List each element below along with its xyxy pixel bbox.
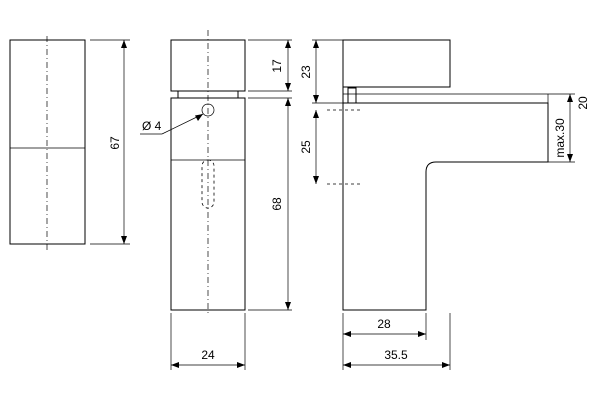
dim-35-label: 35.5	[384, 348, 408, 362]
front-dim-24-arrow-left	[171, 362, 179, 368]
side-clamp-plate	[347, 87, 357, 104]
dim-25-label: 25	[299, 140, 313, 154]
side-dim-28-arrow-left	[343, 331, 351, 337]
front-dim-68-arrow-bottom	[285, 302, 291, 310]
front-hole	[201, 103, 215, 117]
left-dim-arrow-top	[121, 40, 127, 48]
dim-hole-label: Ø 4	[142, 119, 162, 133]
left-view-body	[9, 39, 86, 245]
dim-68-label: 68	[270, 197, 284, 211]
left-view: 67	[9, 36, 130, 250]
side-dim-20-arrow-bottom	[567, 154, 573, 162]
dim-67-label: 67	[108, 136, 122, 150]
dim-17-label: 17	[270, 59, 284, 73]
dim-28-label: 28	[377, 317, 391, 331]
side-dim-35-arrow-right	[442, 362, 450, 368]
side-main-profile	[342, 87, 549, 311]
front-dim-17-arrow-bottom	[285, 83, 291, 91]
hole-leader-arrow	[195, 114, 203, 121]
front-view: Ø 4 17 68 24	[140, 30, 292, 370]
side-dim-23-arrow-top	[313, 40, 319, 48]
side-dim-23-arrow-bottom	[313, 95, 319, 103]
front-dim-17-arrow-top	[285, 40, 291, 48]
side-top-block	[342, 39, 451, 88]
front-dim-24-arrow-right	[237, 362, 245, 368]
dim-24-label: 24	[201, 348, 215, 362]
side-dim-35-arrow-left	[343, 362, 351, 368]
side-dim-25-arrow-bottom	[313, 176, 319, 184]
side-dim-25-arrow-top	[313, 110, 319, 118]
front-slot	[201, 159, 215, 209]
dim-23-label: 23	[299, 65, 313, 79]
side-dim-28-arrow-right	[418, 331, 426, 337]
left-dim-arrow-bottom	[121, 236, 127, 244]
front-dim-68-arrow-top	[285, 98, 291, 106]
dim-20-label: 20	[576, 96, 590, 110]
side-dim-20-arrow-top	[567, 94, 573, 102]
dim-max30-label: max.30	[553, 118, 567, 158]
side-view: 23 25 max.30 20 28 35.5	[299, 39, 590, 370]
